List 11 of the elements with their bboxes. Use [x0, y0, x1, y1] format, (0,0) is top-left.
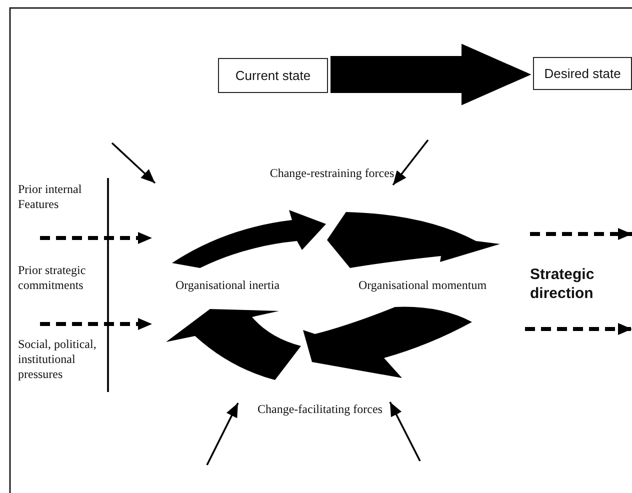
direction-label: Strategic direction — [530, 266, 596, 304]
text-label: Prior strategic commitments — [18, 263, 87, 293]
text-label: Organisational momentum — [357, 278, 488, 293]
state-box: Current state — [218, 58, 328, 93]
text-label: Organisational inertia — [174, 278, 281, 293]
text-label: Social, political, institutional pressures — [18, 337, 98, 382]
state-box: Desired state — [533, 57, 632, 90]
block-arrow — [330, 44, 532, 106]
text-label: Prior internal Features — [18, 182, 83, 212]
text-label: Change-facilitating forces — [256, 402, 384, 417]
text-label: Change-restraining forces — [268, 166, 396, 181]
